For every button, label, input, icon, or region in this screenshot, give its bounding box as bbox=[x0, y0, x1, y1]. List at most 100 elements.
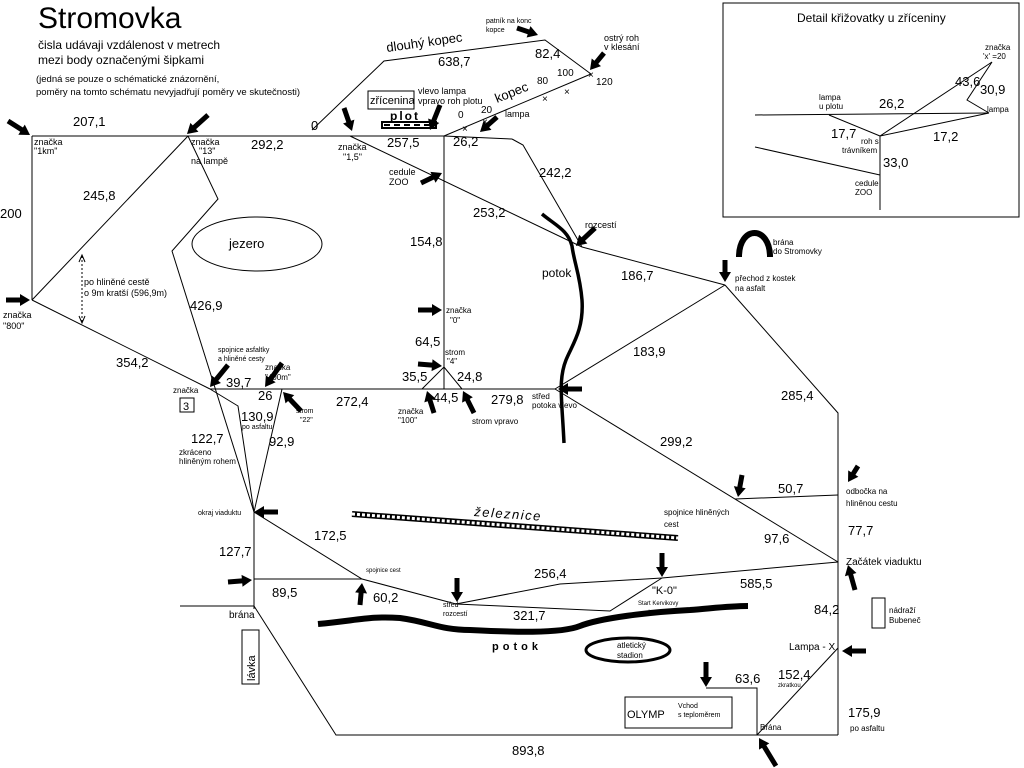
pointer-arrow-icon bbox=[424, 391, 437, 414]
place-labels: dlouhý kopec kopec patník na konc kopce … bbox=[3, 18, 922, 733]
footbridge-box bbox=[241, 629, 260, 685]
label-cedule-zoo: cedule bbox=[389, 167, 416, 177]
pointer-arrow-icon bbox=[418, 304, 442, 316]
label-patnik: kopce bbox=[486, 27, 505, 34]
label-brana: brána bbox=[229, 610, 255, 621]
label-nadrazi: Bubeneč bbox=[889, 616, 921, 625]
subtitle-line-2: mezi body označenými šipkami bbox=[38, 53, 204, 67]
distance-label: 638,7 bbox=[438, 54, 471, 69]
stream-potok-bottom bbox=[317, 603, 749, 635]
label-stred-potoka: potoka vlevo bbox=[532, 401, 577, 410]
route-800-3 bbox=[31, 299, 211, 390]
label-cedule-zoo: ZOO bbox=[389, 177, 409, 187]
distance-label: 26 bbox=[258, 388, 272, 403]
pointer-arrow-icon bbox=[558, 383, 582, 395]
pointer-arrow-icon bbox=[419, 171, 442, 186]
distance-label: 893,8 bbox=[512, 743, 545, 758]
kopec-x-marker-icon: × bbox=[482, 117, 488, 128]
label-k0: "K-0" bbox=[652, 585, 677, 597]
label-atleticky-stadion: stadion bbox=[617, 651, 643, 660]
label-spojnice-hlinenych: cest bbox=[664, 520, 679, 529]
pointer-arrow-icon bbox=[516, 25, 538, 38]
distance-label: 292,2 bbox=[251, 137, 284, 152]
pointer-arrow-icon bbox=[759, 738, 779, 768]
distance-label: 321,7 bbox=[513, 608, 546, 623]
distance-label: 24,8 bbox=[457, 369, 482, 384]
route-prechod-stred bbox=[554, 284, 726, 390]
label-lampa: lampa bbox=[505, 109, 530, 119]
distance-label: 50,7 bbox=[778, 481, 803, 496]
distance-label: 585,5 bbox=[740, 576, 773, 591]
distance-label: 84,2 bbox=[814, 602, 839, 617]
inset-label: lampa bbox=[819, 93, 841, 102]
route-lines bbox=[31, 39, 839, 736]
route-256 bbox=[455, 561, 839, 605]
label-hlinena-cesta: o 9m kratší (596,9m) bbox=[84, 288, 167, 298]
dimension-arrow-up-icon bbox=[78, 253, 86, 263]
label-po-asfaltu: po asfaltu bbox=[242, 424, 272, 431]
distance-label: 122,7 bbox=[191, 431, 224, 446]
label-brana-stromovky: do Stromovky bbox=[773, 247, 822, 256]
label-zeleznice: železnice bbox=[473, 504, 543, 524]
label-znacka-100: značka bbox=[398, 407, 424, 416]
label-strom-4: "4" bbox=[447, 357, 457, 366]
map-title: Stromovka bbox=[38, 2, 182, 35]
pointer-arrow-icon bbox=[700, 662, 712, 687]
label-dlouhy-kopec: dlouhý kopec bbox=[385, 29, 463, 55]
distance-label: 175,9 bbox=[848, 705, 881, 720]
distance-label: 77,7 bbox=[848, 523, 873, 538]
distance-label: 242,2 bbox=[539, 165, 572, 180]
marker-3-box bbox=[179, 397, 195, 413]
distance-label: 257,5 bbox=[387, 135, 420, 150]
label-znacka-800: "800" bbox=[3, 321, 24, 331]
pointer-arrow-icon bbox=[417, 359, 442, 372]
inset-label: cedule bbox=[855, 179, 879, 188]
label-vlevo-lampa: vlevo lampa bbox=[418, 86, 466, 96]
label-prechod: přechod z kostek bbox=[735, 274, 796, 283]
inset-label: značka bbox=[985, 43, 1011, 52]
pointer-arrow-icon bbox=[187, 113, 210, 134]
pointer-arrow-icon bbox=[844, 565, 858, 591]
stream-potok bbox=[540, 212, 584, 444]
label-znacka-400: "400m" bbox=[265, 373, 291, 382]
route-321 bbox=[455, 577, 663, 612]
label-znacka-0: značka bbox=[446, 306, 472, 315]
distance-label: 272,4 bbox=[336, 394, 369, 409]
kopec-marks: 0 20 80 100 120 bbox=[458, 68, 613, 121]
kopec-x-marker-icon: × bbox=[588, 70, 594, 81]
distance-label: 0 bbox=[311, 118, 318, 133]
railway bbox=[351, 511, 679, 541]
pointer-arrow-icon bbox=[848, 464, 861, 482]
distance-label: 130,9 bbox=[241, 409, 274, 424]
route-stred-viadukt bbox=[554, 388, 839, 563]
olymp-box bbox=[624, 696, 733, 729]
label-strom-22: strom bbox=[296, 408, 314, 415]
inset-title: Detail křižovatky u zříceniny bbox=[797, 11, 946, 25]
pointer-arrow-icon bbox=[451, 578, 463, 602]
label-atleticky-stadion: atletický bbox=[617, 641, 646, 650]
station-box bbox=[871, 597, 886, 629]
pointer-arrow-icon bbox=[355, 583, 368, 606]
kopec-x-marker-icon: × bbox=[542, 94, 548, 105]
distance-label: 200 bbox=[0, 206, 22, 221]
lake-shape bbox=[191, 216, 323, 272]
distance-label: 256,4 bbox=[534, 566, 567, 581]
label-brana-stromovky: brána bbox=[773, 238, 794, 247]
label-rozcesti: rozcestí bbox=[585, 220, 617, 230]
distance-label: 92,9 bbox=[269, 434, 294, 449]
label-znacka-3-number: 3 bbox=[183, 401, 189, 413]
kopec-mark: 20 bbox=[481, 105, 493, 116]
kopec-mark: 0 bbox=[458, 110, 464, 121]
route-bottom bbox=[253, 605, 757, 736]
pointer-arrow-icon bbox=[265, 361, 285, 387]
label-znacka-13: "13" bbox=[199, 146, 215, 156]
distance-label: 127,7 bbox=[219, 544, 252, 559]
label-znacka-13: značka bbox=[191, 137, 220, 147]
distance-label: 253,2 bbox=[473, 205, 506, 220]
pointer-arrow-icon bbox=[210, 363, 230, 387]
inset-label: trávníkem bbox=[842, 146, 877, 155]
label-znacka-100: "100" bbox=[398, 416, 417, 425]
route-15-rozcesti bbox=[349, 135, 583, 248]
label-olymp: OLYMP bbox=[627, 709, 665, 721]
inset-distance: 26,2 bbox=[879, 96, 904, 111]
